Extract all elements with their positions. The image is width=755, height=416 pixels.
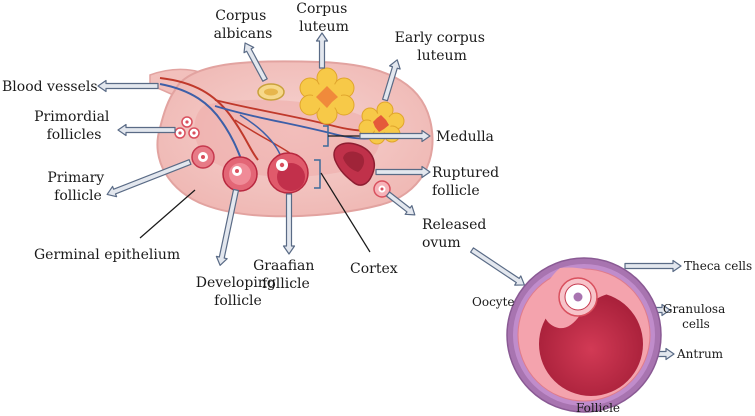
label-released-ovum: Released ovum [422, 217, 491, 251]
label-primary-follicle: Primary follicle [47, 170, 108, 204]
arrow-corpus-albicans [243, 42, 268, 82]
cortex-line [320, 172, 371, 253]
arrow-ruptured-follicle [375, 165, 431, 179]
label-blood-vessels: Blood vessels [2, 79, 98, 95]
label-cortex: Cortex [350, 261, 398, 277]
label-antrum: Antrum [676, 347, 724, 361]
blood-vessel-red-1 [159, 77, 259, 161]
arrow-early-corpus-luteum [382, 59, 401, 102]
label-graafian-follicle: Graafian follicle [253, 258, 319, 292]
arrow-graafian-follicle [282, 193, 296, 255]
ruptured-follicle [333, 142, 376, 186]
arrow-developing-follicle [215, 188, 240, 266]
arrow-primordial-follicles [117, 123, 176, 137]
primary-follicle [191, 145, 215, 169]
arrow-medulla [359, 129, 431, 143]
released-ovum [373, 180, 391, 198]
arrow-primary-follicle [106, 159, 192, 198]
label-granulosa-cells: Granulosa cells [663, 302, 729, 331]
arrow-corpus-luteum [315, 32, 329, 69]
corpus-albicans [257, 83, 285, 101]
graafian-follicle [267, 152, 309, 194]
pointer-lines [139, 135, 371, 253]
blood-vessel-blue-2 [214, 105, 373, 140]
oocyte-nucleus [573, 292, 583, 302]
arrow-theca-cells [624, 259, 682, 273]
label-ruptured-follicle: Ruptured follicle [432, 165, 504, 199]
label-developing-follicle: Developing follicle [196, 275, 280, 309]
developing-follicle [222, 156, 258, 192]
label-corpus-luteum: Corpus luteum [296, 1, 351, 35]
arrow-blood-vessels [97, 79, 159, 93]
follicle-detail [506, 257, 662, 413]
label-oocyte: Oocyte [472, 295, 515, 309]
corpus-luteum [299, 67, 355, 125]
primordial-follicles [174, 116, 200, 139]
germinal-epithelium-line [139, 189, 196, 239]
label-early-corpus-luteum: Early corpus luteum [395, 30, 490, 64]
cortex-bracket [314, 159, 321, 189]
arrow-ovum-to-follicle [470, 247, 526, 286]
arrow-released-ovum [385, 191, 416, 216]
ovary [149, 60, 434, 218]
label-follicle: Follicle [576, 401, 620, 415]
label-germinal-epithelium: Germinal epithelium [34, 247, 180, 263]
label-medulla: Medulla [436, 129, 494, 145]
label-corpus-albicans: Corpus albicans [214, 8, 273, 42]
label-primordial-follicles: Primordial follicles [34, 109, 114, 143]
label-theca-cells: Theca cells [684, 259, 752, 273]
